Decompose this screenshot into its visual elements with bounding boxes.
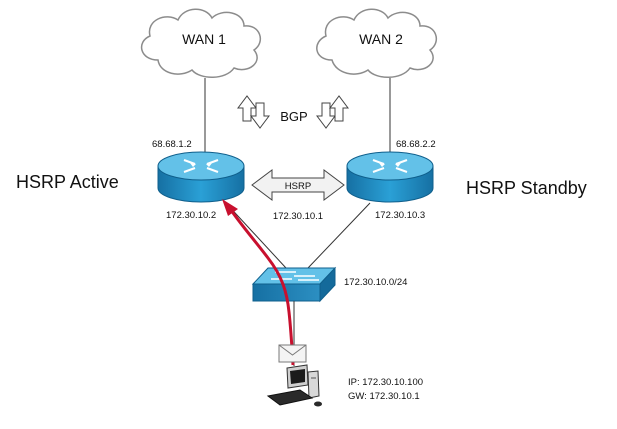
active-lan-link: [224, 201, 287, 269]
hsrp-link: HSRP: [251, 169, 345, 201]
down-arrow-icon: [316, 102, 336, 129]
bgp-label: BGP: [280, 109, 307, 124]
wan2-cloud: WAN 2: [316, 8, 438, 78]
standby-wan-ip: 68.68.2.2: [396, 139, 436, 150]
router-icon: [157, 151, 245, 203]
switch-subnet: 172.30.10.0/24: [344, 277, 407, 288]
wan1-label: WAN 1: [182, 31, 226, 47]
up-arrow-icon: [237, 95, 257, 122]
standby-lan-ip: 172.30.10.3: [375, 210, 425, 221]
standby-lan-link: [307, 202, 371, 269]
traffic-path: [222, 199, 295, 366]
host-ip: IP: 172.30.10.100: [348, 377, 423, 388]
active-wan-ip: 68.68.1.2: [152, 139, 192, 150]
router-icon: [346, 151, 434, 203]
envelope-icon: [278, 344, 307, 363]
arrow-head-icon: [222, 199, 238, 216]
hsrp-link-label: HSRP: [285, 181, 311, 192]
cloud-icon: [140, 8, 262, 78]
standby-role-label: HSRP Standby: [466, 178, 587, 198]
standby-router: HSRP Standby 172.30.10.3: [346, 151, 587, 221]
active-role-label: HSRP Active: [16, 172, 119, 192]
up-arrow-icon: [329, 95, 349, 122]
hsrp-virtual-ip: 172.30.10.1: [273, 211, 323, 222]
workstation-icon: [266, 364, 322, 407]
cloud-icon: [316, 8, 438, 78]
down-arrow-icon: [250, 102, 270, 129]
double-arrow-icon: [251, 169, 345, 201]
bgp-arrows-right: [316, 95, 349, 129]
host-workstation: IP: 172.30.10.100 GW: 172.30.10.1: [266, 364, 423, 407]
bgp-arrows-left: [237, 95, 270, 129]
active-lan-ip: 172.30.10.2: [166, 210, 216, 221]
switch-icon: [251, 266, 337, 303]
wan2-label: WAN 2: [359, 31, 403, 47]
wan1-cloud: WAN 1: [140, 8, 262, 78]
active-router: HSRP Active 172.30.10.2: [16, 151, 245, 221]
host-gateway: GW: 172.30.10.1: [348, 391, 420, 402]
